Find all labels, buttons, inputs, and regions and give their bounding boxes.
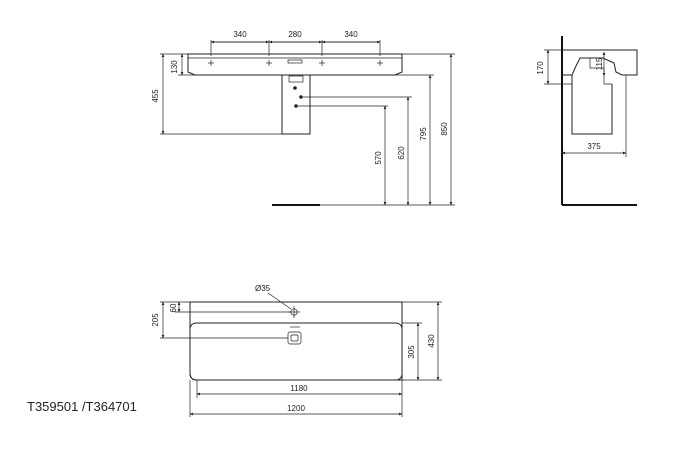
dim-1200: 1200 <box>287 404 305 413</box>
front-view: 340 280 340 130 455 570 620 795 850 <box>151 30 455 206</box>
dim-375: 375 <box>587 142 601 151</box>
fixing-point-3 <box>294 104 298 108</box>
dim-430: 430 <box>427 334 436 348</box>
dim-340-right: 340 <box>344 30 358 39</box>
top-basin-bowl <box>189 322 403 381</box>
waste-outlet <box>287 331 302 345</box>
overflow-slot <box>287 59 303 64</box>
dim-115: 115 <box>595 57 604 70</box>
waste-trap <box>288 75 304 83</box>
dim-130: 130 <box>170 60 179 74</box>
dim-620: 620 <box>397 146 406 160</box>
fixing-point-2 <box>299 95 303 99</box>
dim-850: 850 <box>440 122 449 136</box>
dim-60: 60 <box>169 303 178 312</box>
dim-280: 280 <box>288 30 302 39</box>
dim-1180: 1180 <box>290 384 308 393</box>
dim-570: 570 <box>374 151 383 165</box>
fixing-point-1 <box>293 86 297 90</box>
product-code: T359501 /T364701 <box>27 399 137 414</box>
side-view: 170 115 375 <box>536 36 638 206</box>
dim-305: 305 <box>407 345 416 359</box>
dim-170: 170 <box>536 61 545 75</box>
dim-205: 205 <box>151 313 160 327</box>
front-basin-outline <box>187 53 403 76</box>
hole-label: Ø35 <box>255 284 271 293</box>
side-pedestal <box>571 75 613 135</box>
dim-340-left: 340 <box>233 30 247 39</box>
dim-795: 795 <box>419 127 428 141</box>
dim-455: 455 <box>151 89 160 103</box>
side-basin-profile <box>562 49 638 76</box>
tap-hole-marks <box>208 60 383 66</box>
top-view: Ø35 60 205 305 430 1180 1200 <box>151 284 442 417</box>
semi-pedestal <box>281 75 311 135</box>
